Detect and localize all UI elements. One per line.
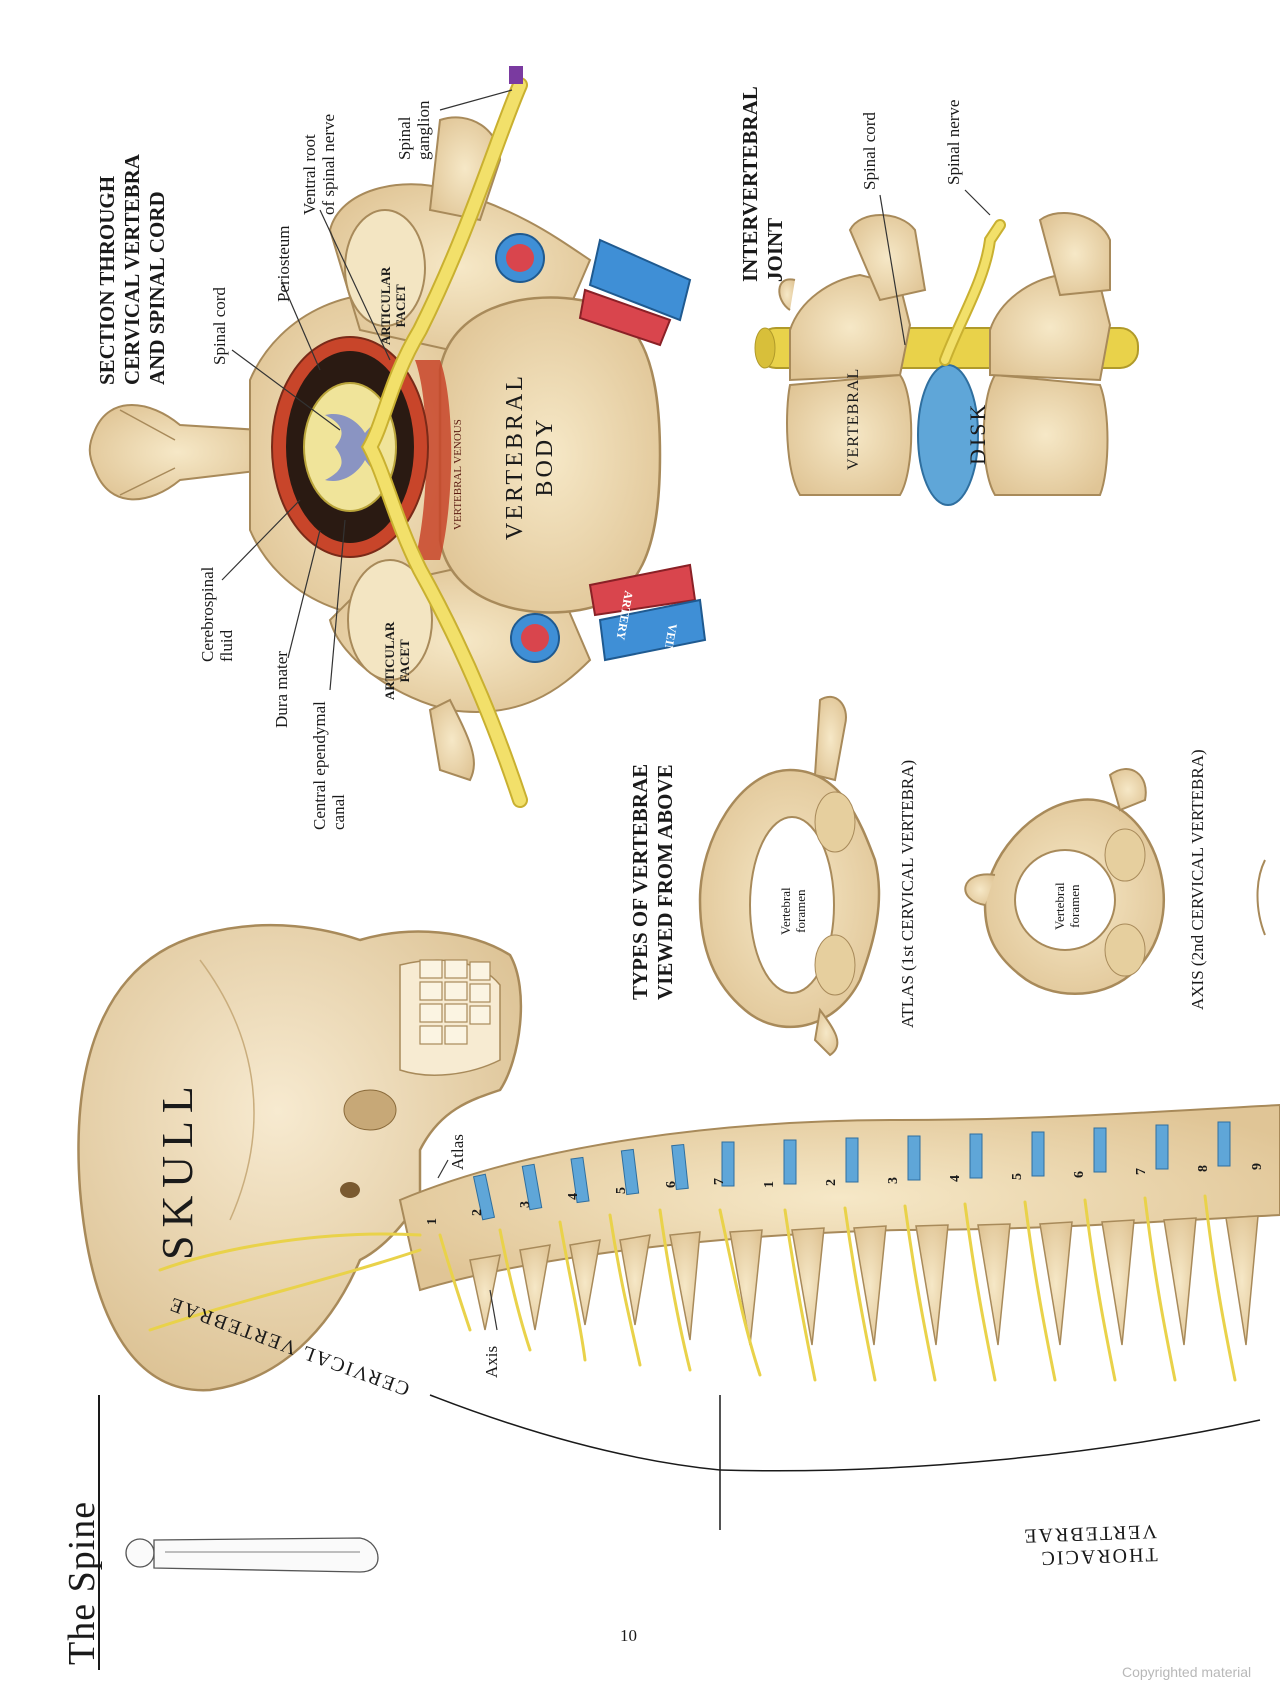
label-cerebrospinal-fluid: Cerebrospinal fluid <box>198 566 236 662</box>
joint-leader-lines <box>879 189 991 346</box>
thoracic-number: 2 <box>824 1179 839 1186</box>
label-dura-mater: Dura mater <box>272 651 291 728</box>
thoracic-number: 7 <box>1134 1168 1149 1175</box>
spine-leader-lines <box>437 1159 498 1331</box>
cervical-number: 4 <box>566 1193 581 1200</box>
types-heading: TYPES OF VERTEBRAE VIEWED FROM ABOVE <box>628 763 677 1000</box>
thoracic-number: 1 <box>762 1181 777 1188</box>
title-underline <box>98 1395 100 1670</box>
thoracic-number: 6 <box>1072 1171 1087 1178</box>
skull-illustration <box>77 923 523 1392</box>
label-axis: Axis <box>482 1345 501 1378</box>
cervical-number: 2 <box>470 1209 485 1216</box>
label-vertebral-joint: VERTEBRAL <box>845 367 862 470</box>
thoracic-number: 8 <box>1196 1165 1211 1172</box>
cervical-section-heading: SECTION THROUGH CERVICAL VERTEBRA AND SP… <box>95 154 169 385</box>
label-atlas: Atlas <box>448 1134 467 1170</box>
label-skull: SKULL <box>153 1078 202 1260</box>
label-thoracic-vertebrae: THORACIC VERTEBRAE <box>1021 1520 1158 1570</box>
page-number: 10 <box>620 1626 637 1645</box>
thoracic-number: 4 <box>948 1175 963 1182</box>
label-central-ependymal-canal: Central ependymal canal <box>310 701 348 830</box>
intervertebral-joint-illustration <box>754 211 1139 506</box>
label-atlas-foramen: Vertebral foramen <box>778 887 808 935</box>
label-spinal-nerve: Spinal nerve <box>944 99 963 185</box>
body-silhouette-icon <box>125 1537 379 1573</box>
region-brackets <box>429 1394 1261 1530</box>
label-vertebral-body: VERTEBRAL BODY <box>502 373 558 540</box>
cervical-number: 3 <box>518 1201 533 1208</box>
label-vertebral-venous: VERTEBRAL VENOUS <box>452 419 464 530</box>
atlas-illustration <box>698 695 881 1057</box>
label-spinal-cord-section: Spinal cord <box>210 287 229 365</box>
cervical-section-illustration <box>88 66 707 808</box>
cervical-number: 6 <box>664 1181 679 1188</box>
copyright-watermark: Copyrighted material <box>1122 1664 1252 1680</box>
label-disk: DISK <box>965 401 990 465</box>
spine-column-illustration <box>148 1103 1280 1382</box>
label-axis-foramen: Vertebral foramen <box>1052 882 1082 930</box>
label-articular-facet-lower: ARTICULAR FACET <box>382 621 412 700</box>
label-periosteum: Periosteum <box>274 225 293 303</box>
cervical-leader-lines <box>221 89 513 691</box>
cervical-number: 1 <box>425 1218 440 1225</box>
label-articular-facet-upper: ARTICULAR FACET <box>378 266 408 345</box>
label-ventral-root: Ventral root of spinal nerve <box>300 113 338 215</box>
atlas-caption: ATLAS (1st CERVICAL VERTEBRA) <box>898 759 917 1028</box>
thoracic-number: 3 <box>886 1177 901 1184</box>
axis-caption: AXIS (2nd CERVICAL VERTEBRA) <box>1188 749 1207 1010</box>
label-spinal-cord-joint: Spinal cord <box>860 112 879 190</box>
axis-illustration <box>964 768 1266 995</box>
joint-heading: INTERVERTEBRAL JOINT <box>738 86 787 282</box>
thoracic-number: 5 <box>1010 1173 1025 1180</box>
cervical-number: 5 <box>614 1187 629 1194</box>
cervical-number: 7 <box>712 1178 727 1185</box>
thoracic-number: 9 <box>1250 1163 1265 1170</box>
label-spinal-ganglion: Spinal ganglion <box>395 100 433 161</box>
